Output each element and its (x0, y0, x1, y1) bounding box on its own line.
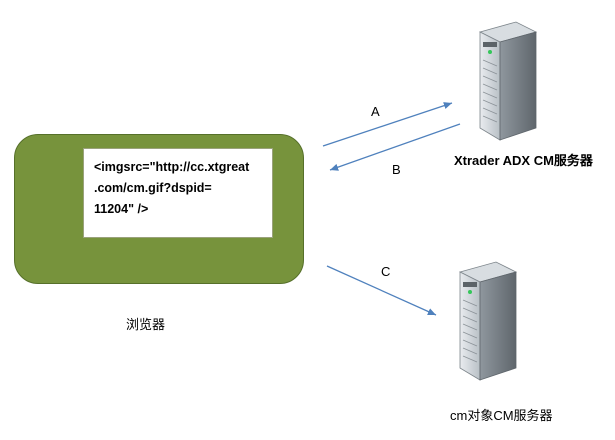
xtrader-server-icon (478, 21, 538, 141)
arrow-b-label: B (392, 162, 401, 177)
cm-object-server-label: cm对象CM服务器 (450, 408, 553, 423)
arrow-b (329, 123, 461, 171)
code-line: .com/cm.gif?dspid= (94, 181, 212, 195)
xtrader-server-label: Xtrader ADX CM服务器 (454, 153, 593, 168)
arrow-a-label: A (371, 104, 380, 119)
browser-label: 浏览器 (126, 317, 166, 332)
arrow-a (322, 102, 453, 147)
code-line: <imgsrc="http://cc.xtgreat (94, 160, 250, 174)
arrow-c-label: C (381, 264, 391, 279)
cm-object-server-icon (458, 261, 518, 381)
img-tag-code-box: <imgsrc="http://cc.xtgreat .com/cm.gif?d… (83, 148, 273, 238)
arrow-c (326, 265, 437, 316)
code-line: 11204" /> (94, 202, 149, 216)
